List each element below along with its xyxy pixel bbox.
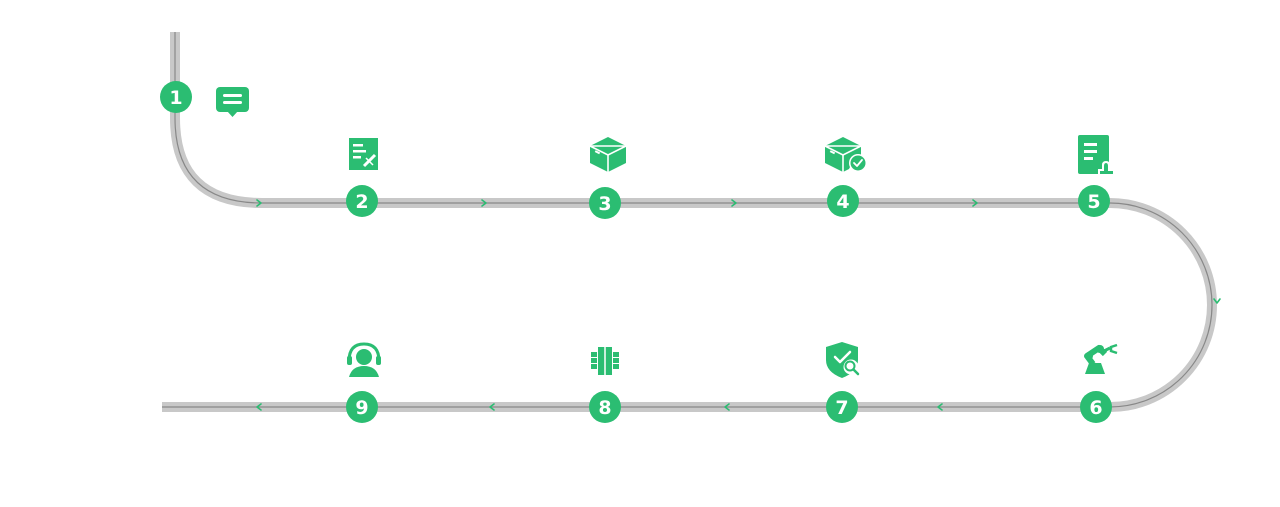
- step-number: 7: [835, 397, 848, 419]
- step-number: 6: [1089, 397, 1102, 419]
- box-icon: [589, 137, 627, 172]
- arrow-right-icon: [972, 199, 978, 207]
- arrow-left-icon: [256, 403, 262, 411]
- step-2-badge: 2: [346, 185, 378, 217]
- step-number: 3: [598, 193, 611, 215]
- step-number: 2: [355, 191, 368, 213]
- step-number: 5: [1087, 191, 1100, 213]
- message-bubble-icon: [216, 87, 249, 117]
- box-check-icon: [824, 137, 867, 172]
- form-edit-icon: [349, 138, 378, 170]
- arrow-right-icon: [481, 199, 487, 207]
- step-icons: [216, 87, 1118, 378]
- step-4-badge: 4: [827, 185, 859, 217]
- step-6-badge: 6: [1080, 391, 1112, 423]
- step-3-badge: 3: [589, 187, 621, 219]
- arrow-right-icon: [256, 199, 262, 207]
- flow-arrows: [256, 199, 1221, 411]
- arrow-right-icon: [731, 199, 737, 207]
- step-7-badge: 7: [826, 391, 858, 423]
- circuit-chip-icon: [591, 347, 619, 375]
- document-stamp-icon: [1078, 135, 1114, 174]
- step-1-badge: 1: [160, 81, 192, 113]
- step-number: 8: [598, 397, 611, 419]
- step-badges: 1 2 3 4 5 6 7 8: [160, 81, 1112, 423]
- step-number: 1: [169, 87, 182, 109]
- step-number: 9: [355, 397, 368, 419]
- step-5-badge: 5: [1078, 185, 1110, 217]
- robot-arm-icon: [1084, 343, 1118, 374]
- arrow-left-icon: [937, 403, 943, 411]
- customer-service-icon: [347, 342, 381, 377]
- arrow-down-icon: [1213, 298, 1221, 304]
- step-number: 4: [836, 191, 849, 213]
- step-8-badge: 8: [589, 391, 621, 423]
- arrow-left-icon: [724, 403, 730, 411]
- arrow-left-icon: [489, 403, 495, 411]
- shield-inspect-icon: [826, 342, 860, 378]
- flow-track: [162, 32, 1217, 412]
- step-9-badge: 9: [346, 391, 378, 423]
